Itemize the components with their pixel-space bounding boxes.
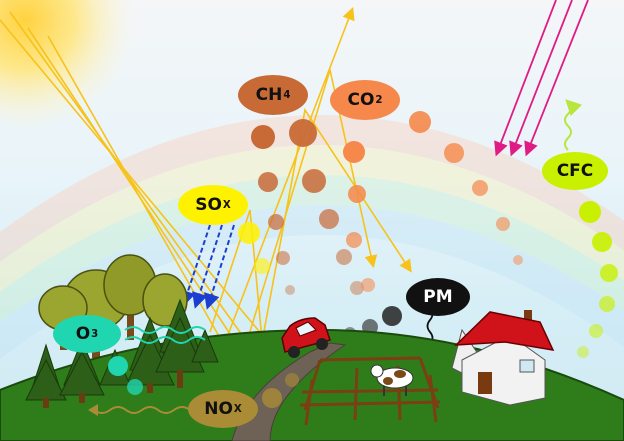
nox-arrow-head [88, 404, 98, 416]
acid-rain-arrows [180, 224, 235, 310]
o3-label-sub: 3 [91, 328, 99, 340]
ch4-bubbles [251, 125, 295, 295]
o3-wave-arrow [124, 326, 206, 334]
co2-label-main: CO [347, 90, 375, 110]
cfc-label: CFC [542, 152, 608, 190]
ch4-label-main: CH [255, 85, 283, 105]
pm-label-main: PM [423, 287, 453, 307]
pm-label: PM [406, 278, 470, 316]
nox-label-sub: X [233, 403, 242, 415]
sox-bubbles [238, 222, 270, 274]
sun-icon [0, 0, 135, 130]
nox-bubbles [262, 373, 299, 408]
car-icon [281, 317, 331, 358]
sox-label-sub: X [222, 199, 231, 211]
house-icon [451, 310, 555, 406]
uv-rays [494, 0, 589, 157]
nox-wave-arrow [93, 406, 191, 414]
o3-label-main: O [75, 324, 91, 344]
cfc-bubbles [577, 201, 618, 358]
ch4-bubbles-2 [289, 119, 364, 295]
tree-icon [25, 298, 219, 408]
o3-wave-arrow-2 [124, 336, 206, 344]
cfc-label-main: CFC [556, 161, 594, 181]
cfc-squiggle-arrow [564, 99, 583, 151]
co2-bubbles [343, 111, 523, 292]
o3-bubbles [108, 356, 143, 395]
co2-label-sub: 2 [375, 94, 383, 106]
ch4-label-sub: 4 [283, 89, 291, 101]
nox-label-main: NO [204, 399, 233, 419]
cow-icon [370, 364, 414, 396]
sox-label-main: SO [195, 195, 222, 215]
